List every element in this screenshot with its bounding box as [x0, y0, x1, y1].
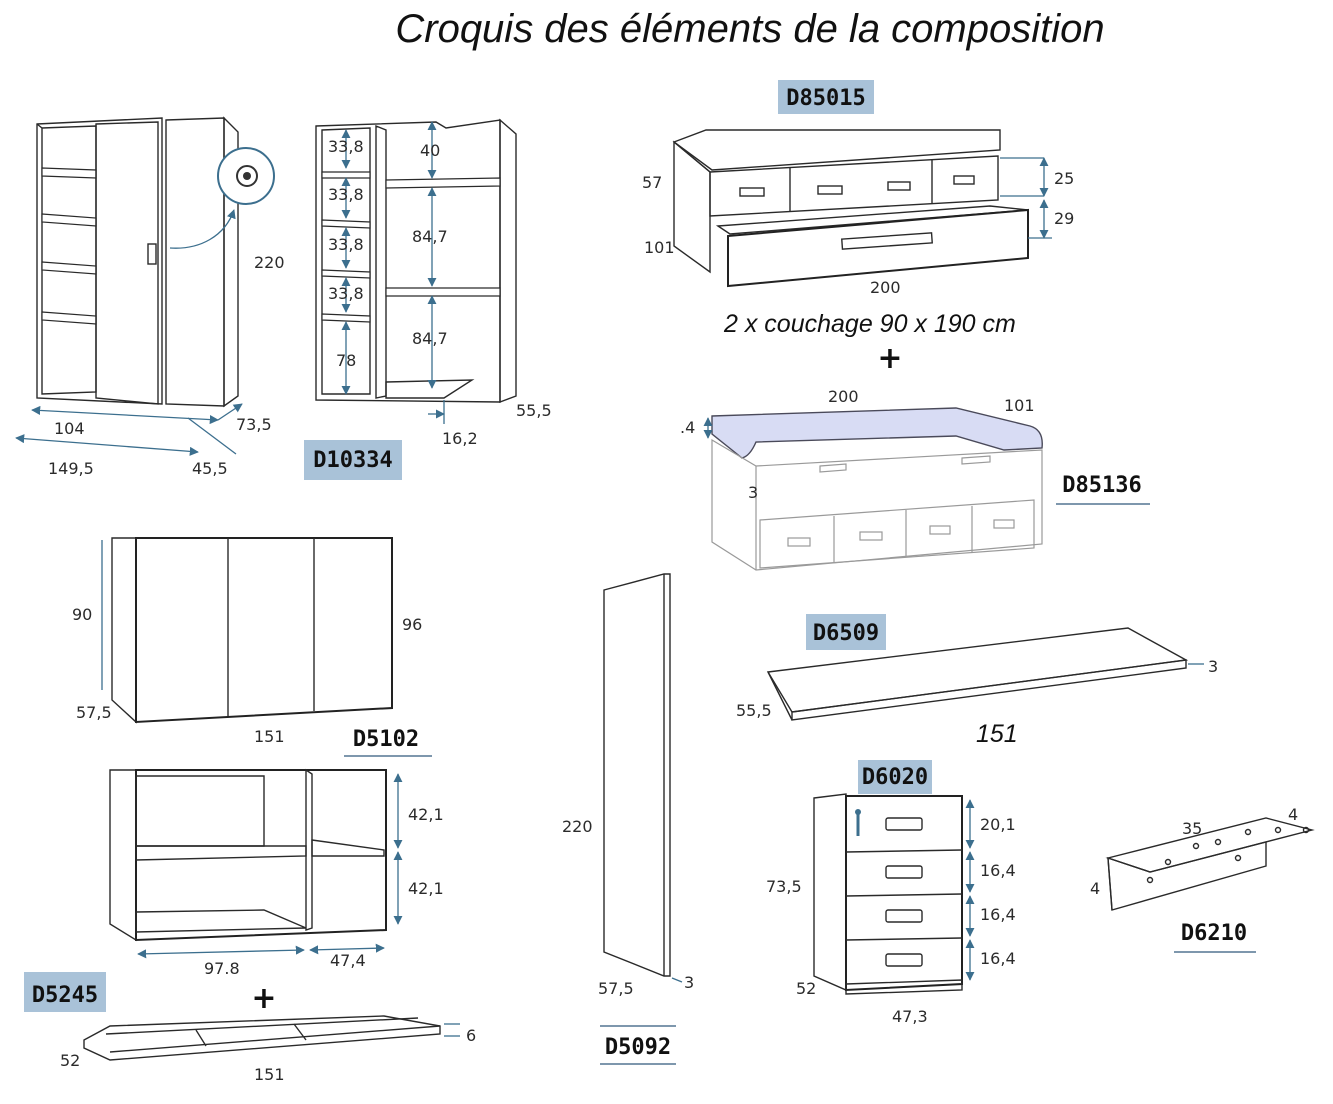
dim-openunit-h2: 42,1	[408, 879, 444, 898]
dim-chest-drawer1: 20,1	[980, 815, 1016, 834]
dim-bedtop-depth: 101	[1004, 396, 1035, 415]
open-shelf-unit	[109, 768, 403, 959]
dim-bed-length: 200	[870, 278, 901, 297]
bracket-d6210	[1105, 817, 1315, 911]
code-d10334: D10334	[313, 448, 392, 473]
dim-wardrobe-width-front: 104	[54, 419, 85, 438]
dim-shelf-2: 33,8	[328, 185, 364, 204]
code-d5245: D5245	[32, 983, 98, 1008]
code-d6020: D6020	[862, 765, 928, 790]
plinth-frame	[83, 1015, 460, 1061]
code-d5092: D5092	[605, 1035, 671, 1060]
page-title: Croquis des éléments de la composition	[395, 7, 1104, 51]
code-d85015-box	[778, 80, 874, 114]
dim-bed-height: 57	[642, 173, 662, 192]
dim-panel-thickness: 3	[684, 973, 694, 992]
dim-chest-height: 73,5	[766, 877, 802, 896]
dim-tabletop-length: 151	[976, 720, 1018, 748]
dim-shelf-4: 33,8	[328, 284, 364, 303]
dim-wardrobe-height: 220	[254, 253, 285, 272]
dim-shelf-1: 33,8	[328, 137, 364, 156]
dim-bracket-height: 4	[1090, 879, 1100, 898]
plus-sign-bed: +	[877, 341, 902, 376]
code-d6020-box	[858, 760, 932, 794]
dim-wardrobe-depth-corner: 45,5	[192, 459, 228, 478]
dim-openunit-w2: 47,4	[330, 951, 366, 970]
dim-bedtop-edge: .4	[680, 418, 695, 437]
dim-chest-drawer2: 16,4	[980, 861, 1016, 880]
bed-d85136	[703, 407, 1043, 571]
note-couchage: 2 x couchage 90 x 190 cm	[723, 310, 1016, 338]
dim-openunit-h1: 42,1	[408, 805, 444, 824]
dim-wallunit-height: 90	[72, 605, 92, 624]
code-d10334-box	[304, 440, 402, 480]
dim-bed-bottom-part: 29	[1054, 209, 1074, 228]
dim-chest-depth: 52	[796, 979, 816, 998]
dim-bed-depth: 101	[644, 238, 675, 257]
dim-bedtop-side: 3	[748, 483, 758, 502]
dim-wardrobe-depth: 73,5	[236, 415, 272, 434]
dim-panel-depth: 57,5	[598, 979, 634, 998]
dim-bed-top-part: 25	[1054, 169, 1074, 188]
dim-openunit-w1: 97.8	[204, 959, 240, 978]
dim-chest-width: 47,3	[892, 1007, 928, 1026]
wardrobe-interior-view	[315, 118, 517, 424]
bed-d85015	[672, 129, 1052, 288]
dim-plinth-height: 6	[466, 1026, 476, 1045]
door-handle	[147, 243, 157, 265]
dim-plinth-depth: 52	[60, 1051, 80, 1070]
dim-shelf-3: 33,8	[328, 235, 364, 254]
dim-bedtop-length: 200	[828, 387, 859, 406]
code-d85136: D85136	[1062, 473, 1141, 498]
dim-panel-height: 220	[562, 817, 593, 836]
dim-wallunit-depth: 57,5	[76, 703, 112, 722]
code-d6210: D6210	[1181, 921, 1247, 946]
dim-wardrobe-width-total: 149,5	[48, 459, 94, 478]
dim-shelf-bottom: 78	[336, 351, 356, 370]
code-d5245-box	[24, 972, 106, 1012]
dim-wallunit-width: 151	[254, 727, 285, 746]
dim-interior-top: 40	[420, 141, 440, 160]
wardrobe-front-view	[15, 116, 275, 456]
side-panel-d5092	[603, 573, 683, 983]
code-d6509-box	[806, 614, 886, 650]
code-d85015: D85015	[786, 86, 865, 111]
dim-tabletop-depth: 55,5	[736, 701, 772, 720]
tabletop-d6509	[766, 627, 1204, 721]
code-d6509: D6509	[813, 621, 879, 646]
dim-bracket-width: 4	[1288, 805, 1298, 824]
dim-interior-mid2: 84,7	[412, 329, 448, 348]
code-d5102: D5102	[353, 727, 419, 752]
dim-interior-depth: 55,5	[516, 401, 552, 420]
dim-chest-drawer3: 16,4	[980, 905, 1016, 924]
chest-of-drawers	[813, 793, 975, 995]
dim-bracket-length: 35	[1182, 819, 1202, 838]
wall-unit-d5102	[101, 537, 393, 724]
plus-sign-plinth: +	[251, 981, 276, 1016]
dim-chest-drawer4: 16,4	[980, 949, 1016, 968]
dim-tabletop-thickness: 3	[1208, 657, 1218, 676]
dim-wallunit-height-total: 96	[402, 615, 422, 634]
dim-plinth-length: 151	[254, 1065, 285, 1084]
dim-interior-base: 16,2	[442, 429, 478, 448]
dim-interior-mid1: 84,7	[412, 227, 448, 246]
